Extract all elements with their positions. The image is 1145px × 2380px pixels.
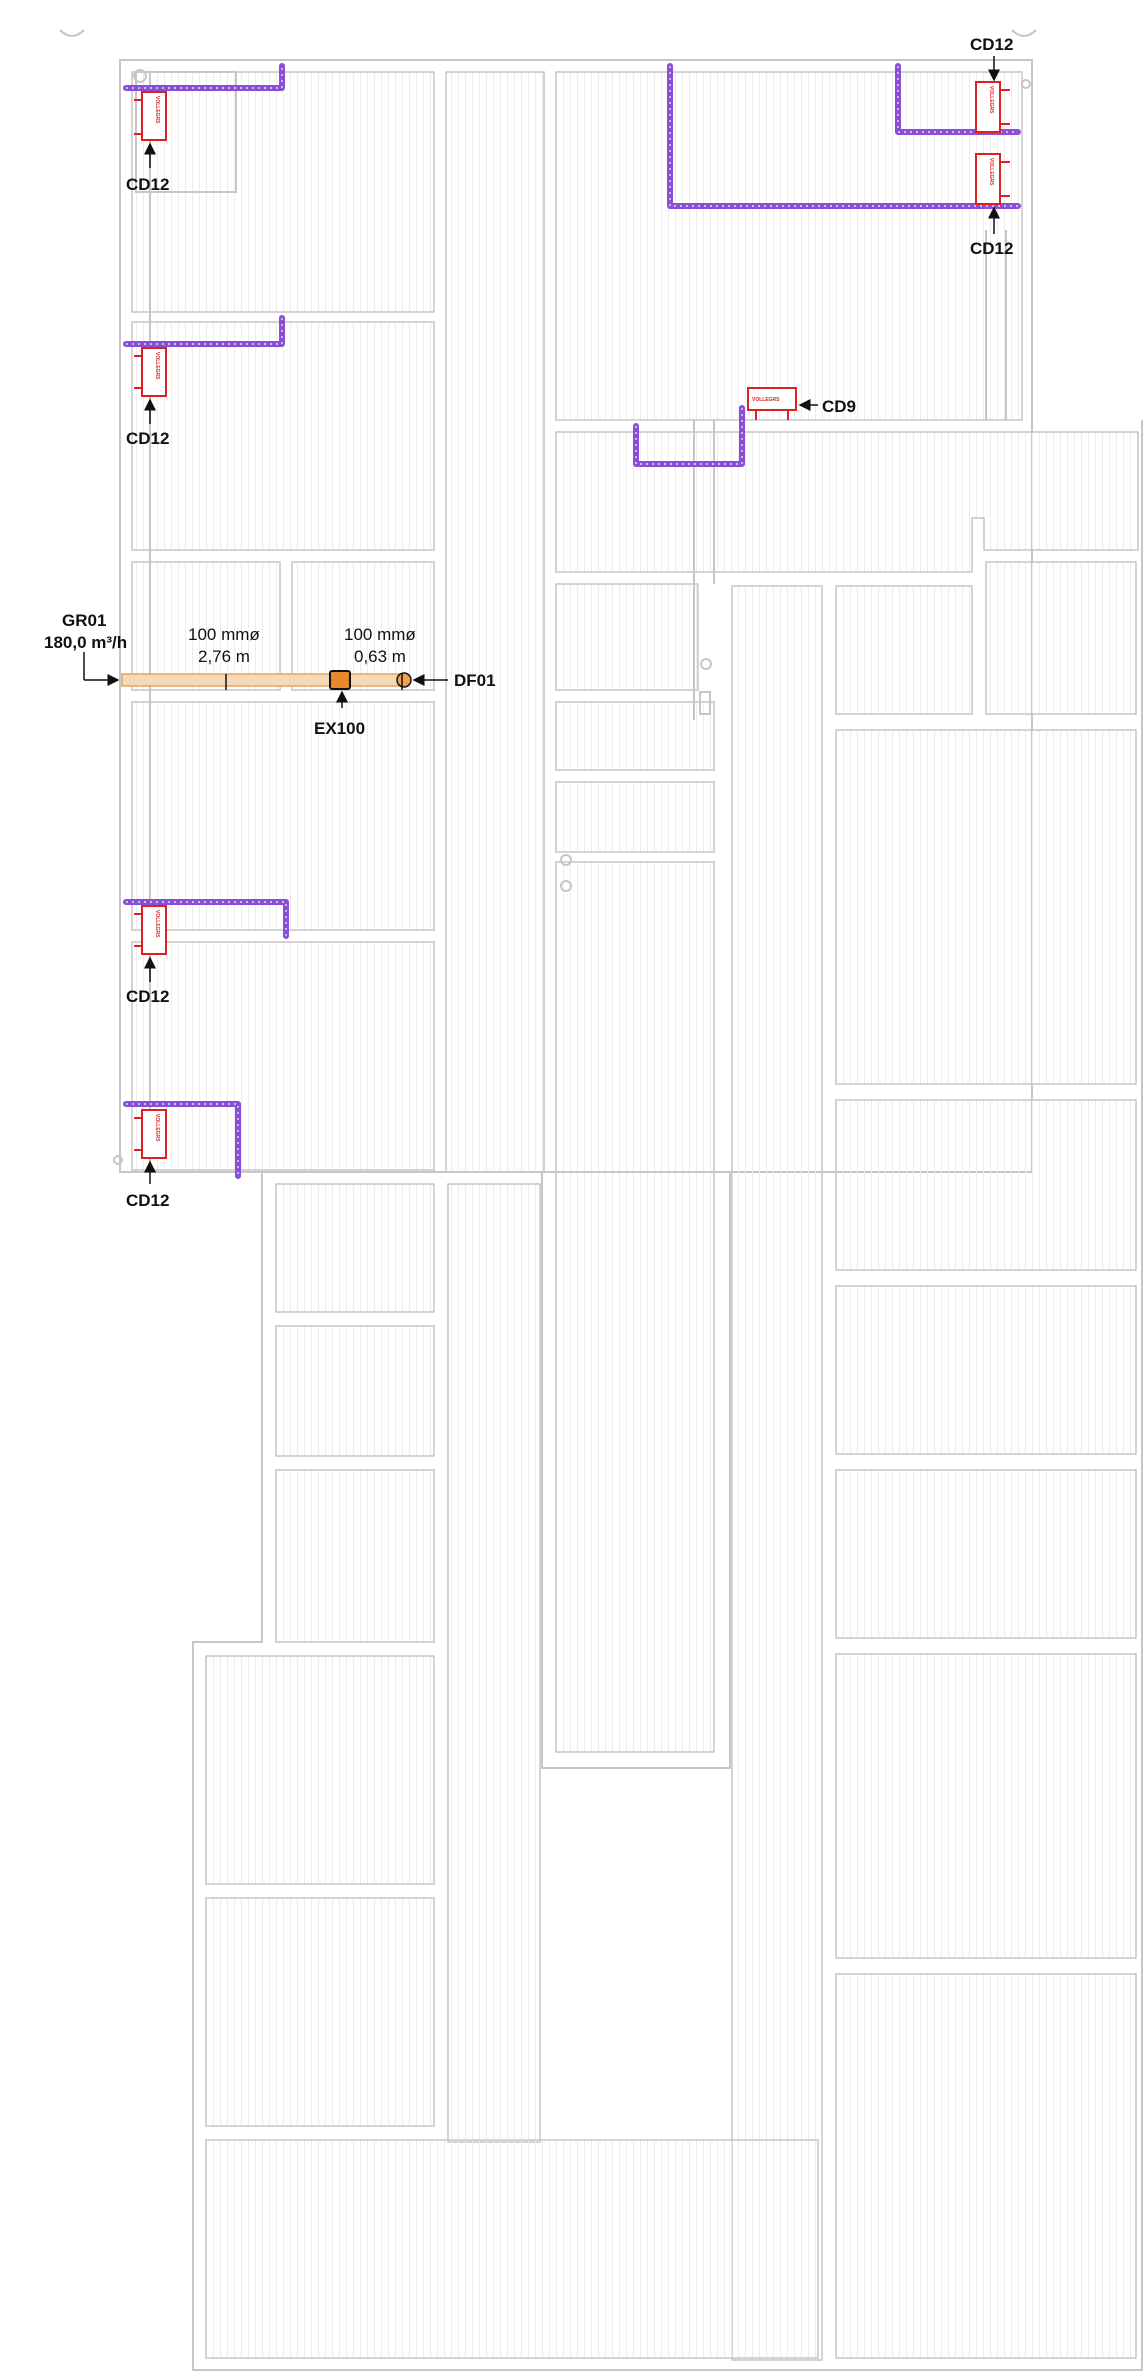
pipe-left-3 (123, 899, 289, 939)
label-cd12-left-2: CD12 (126, 429, 169, 448)
right-column-rooms (835, 561, 1137, 2359)
unit-cd9: VOLLEGRS (747, 387, 797, 420)
right-top-rooms (555, 71, 1023, 421)
corner-mark-right (1011, 29, 1037, 37)
annotation-arrows (83, 56, 1000, 1184)
label-cd12-left-1: CD12 (126, 175, 169, 194)
duct-run (121, 670, 412, 690)
valve-markers (113, 69, 1031, 1165)
left-wing-rooms (131, 71, 545, 1173)
label-duct-1-length: 2,76 m (198, 647, 250, 666)
unit-cd12-left-2: VOLLEGRS (134, 347, 167, 397)
label-gr01-name: GR01 (62, 611, 106, 630)
unit-cd12-right-b: VOLLEGRS (975, 153, 1010, 205)
label-df01: DF01 (454, 671, 496, 690)
ex100-fitting (329, 670, 351, 690)
lower-left-rooms (205, 1183, 819, 2359)
corner-mark-left (59, 29, 85, 37)
svg-text:VOLLEGRS: VOLLEGRS (154, 910, 160, 938)
label-cd12-right-b: CD12 (970, 239, 1013, 258)
label-duct-2-size: 100 mmø (344, 625, 416, 644)
label-cd12-left-3: CD12 (126, 987, 169, 1006)
label-duct-1-size: 100 mmø (188, 625, 260, 644)
svg-text:VOLLEGRS: VOLLEGRS (988, 86, 994, 114)
labels: CD12 CD12 CD12 CD12 CD12 CD12 CD9 GR01 1… (44, 35, 1013, 1210)
unit-cd12-right-a: VOLLEGRS (975, 81, 1010, 133)
label-cd12-left-4: CD12 (126, 1191, 169, 1210)
pipe-network (123, 63, 1021, 1179)
svg-text:VOLLEGRS: VOLLEGRS (988, 158, 994, 186)
label-cd9: CD9 (822, 397, 856, 416)
label-duct-2-length: 0,63 m (354, 647, 406, 666)
unit-cd12-left-3: VOLLEGRS (134, 905, 167, 955)
unit-cd12-left-1: VOLLEGRS (134, 91, 167, 141)
label-ex100: EX100 (314, 719, 365, 738)
svg-text:VOLLEGRS: VOLLEGRS (752, 397, 780, 403)
svg-text:VOLLEGRS: VOLLEGRS (154, 96, 160, 124)
label-gr01-flow: 180,0 m³/h (44, 633, 127, 652)
df01-diffuser (396, 672, 412, 688)
label-cd12-right-a: CD12 (970, 35, 1013, 54)
svg-text:VOLLEGRS: VOLLEGRS (154, 1114, 160, 1142)
svg-text:VOLLEGRS: VOLLEGRS (154, 352, 160, 380)
unit-cd12-left-4: VOLLEGRS (134, 1109, 167, 1159)
